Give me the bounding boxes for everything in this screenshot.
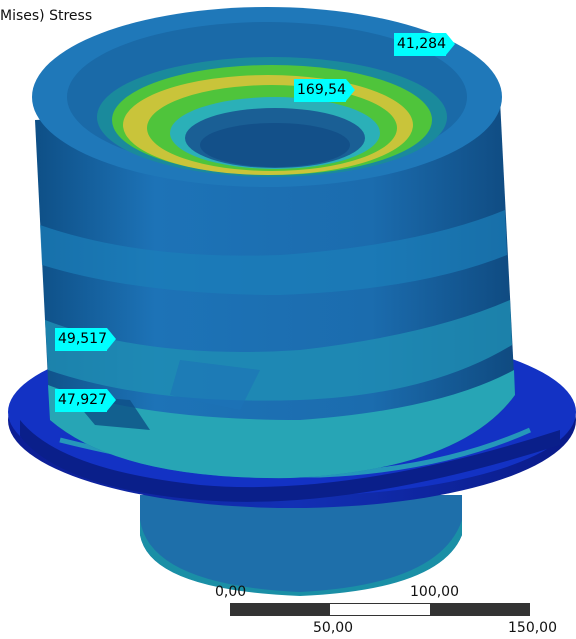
scale-segment-dark <box>230 603 330 616</box>
stress-probe-label[interactable]: 41,284 <box>394 33 455 56</box>
scale-label-150: 150,00 <box>508 620 557 636</box>
scale-label-0: 0,00 <box>215 584 247 600</box>
result-title: Mises) Stress <box>0 8 93 24</box>
scale-segment-light <box>330 603 430 616</box>
scale-segment-dark <box>430 603 530 616</box>
stress-probe-label[interactable]: 169,54 <box>294 79 355 102</box>
scale-label-100: 100,00 <box>410 584 459 600</box>
stress-probe-label[interactable]: 47,927 <box>55 389 116 412</box>
bottom-cylinder <box>140 495 462 596</box>
scale-label-50: 50,00 <box>313 620 354 636</box>
stress-probe-label[interactable]: 49,517 <box>55 328 116 351</box>
main-body <box>35 100 515 479</box>
